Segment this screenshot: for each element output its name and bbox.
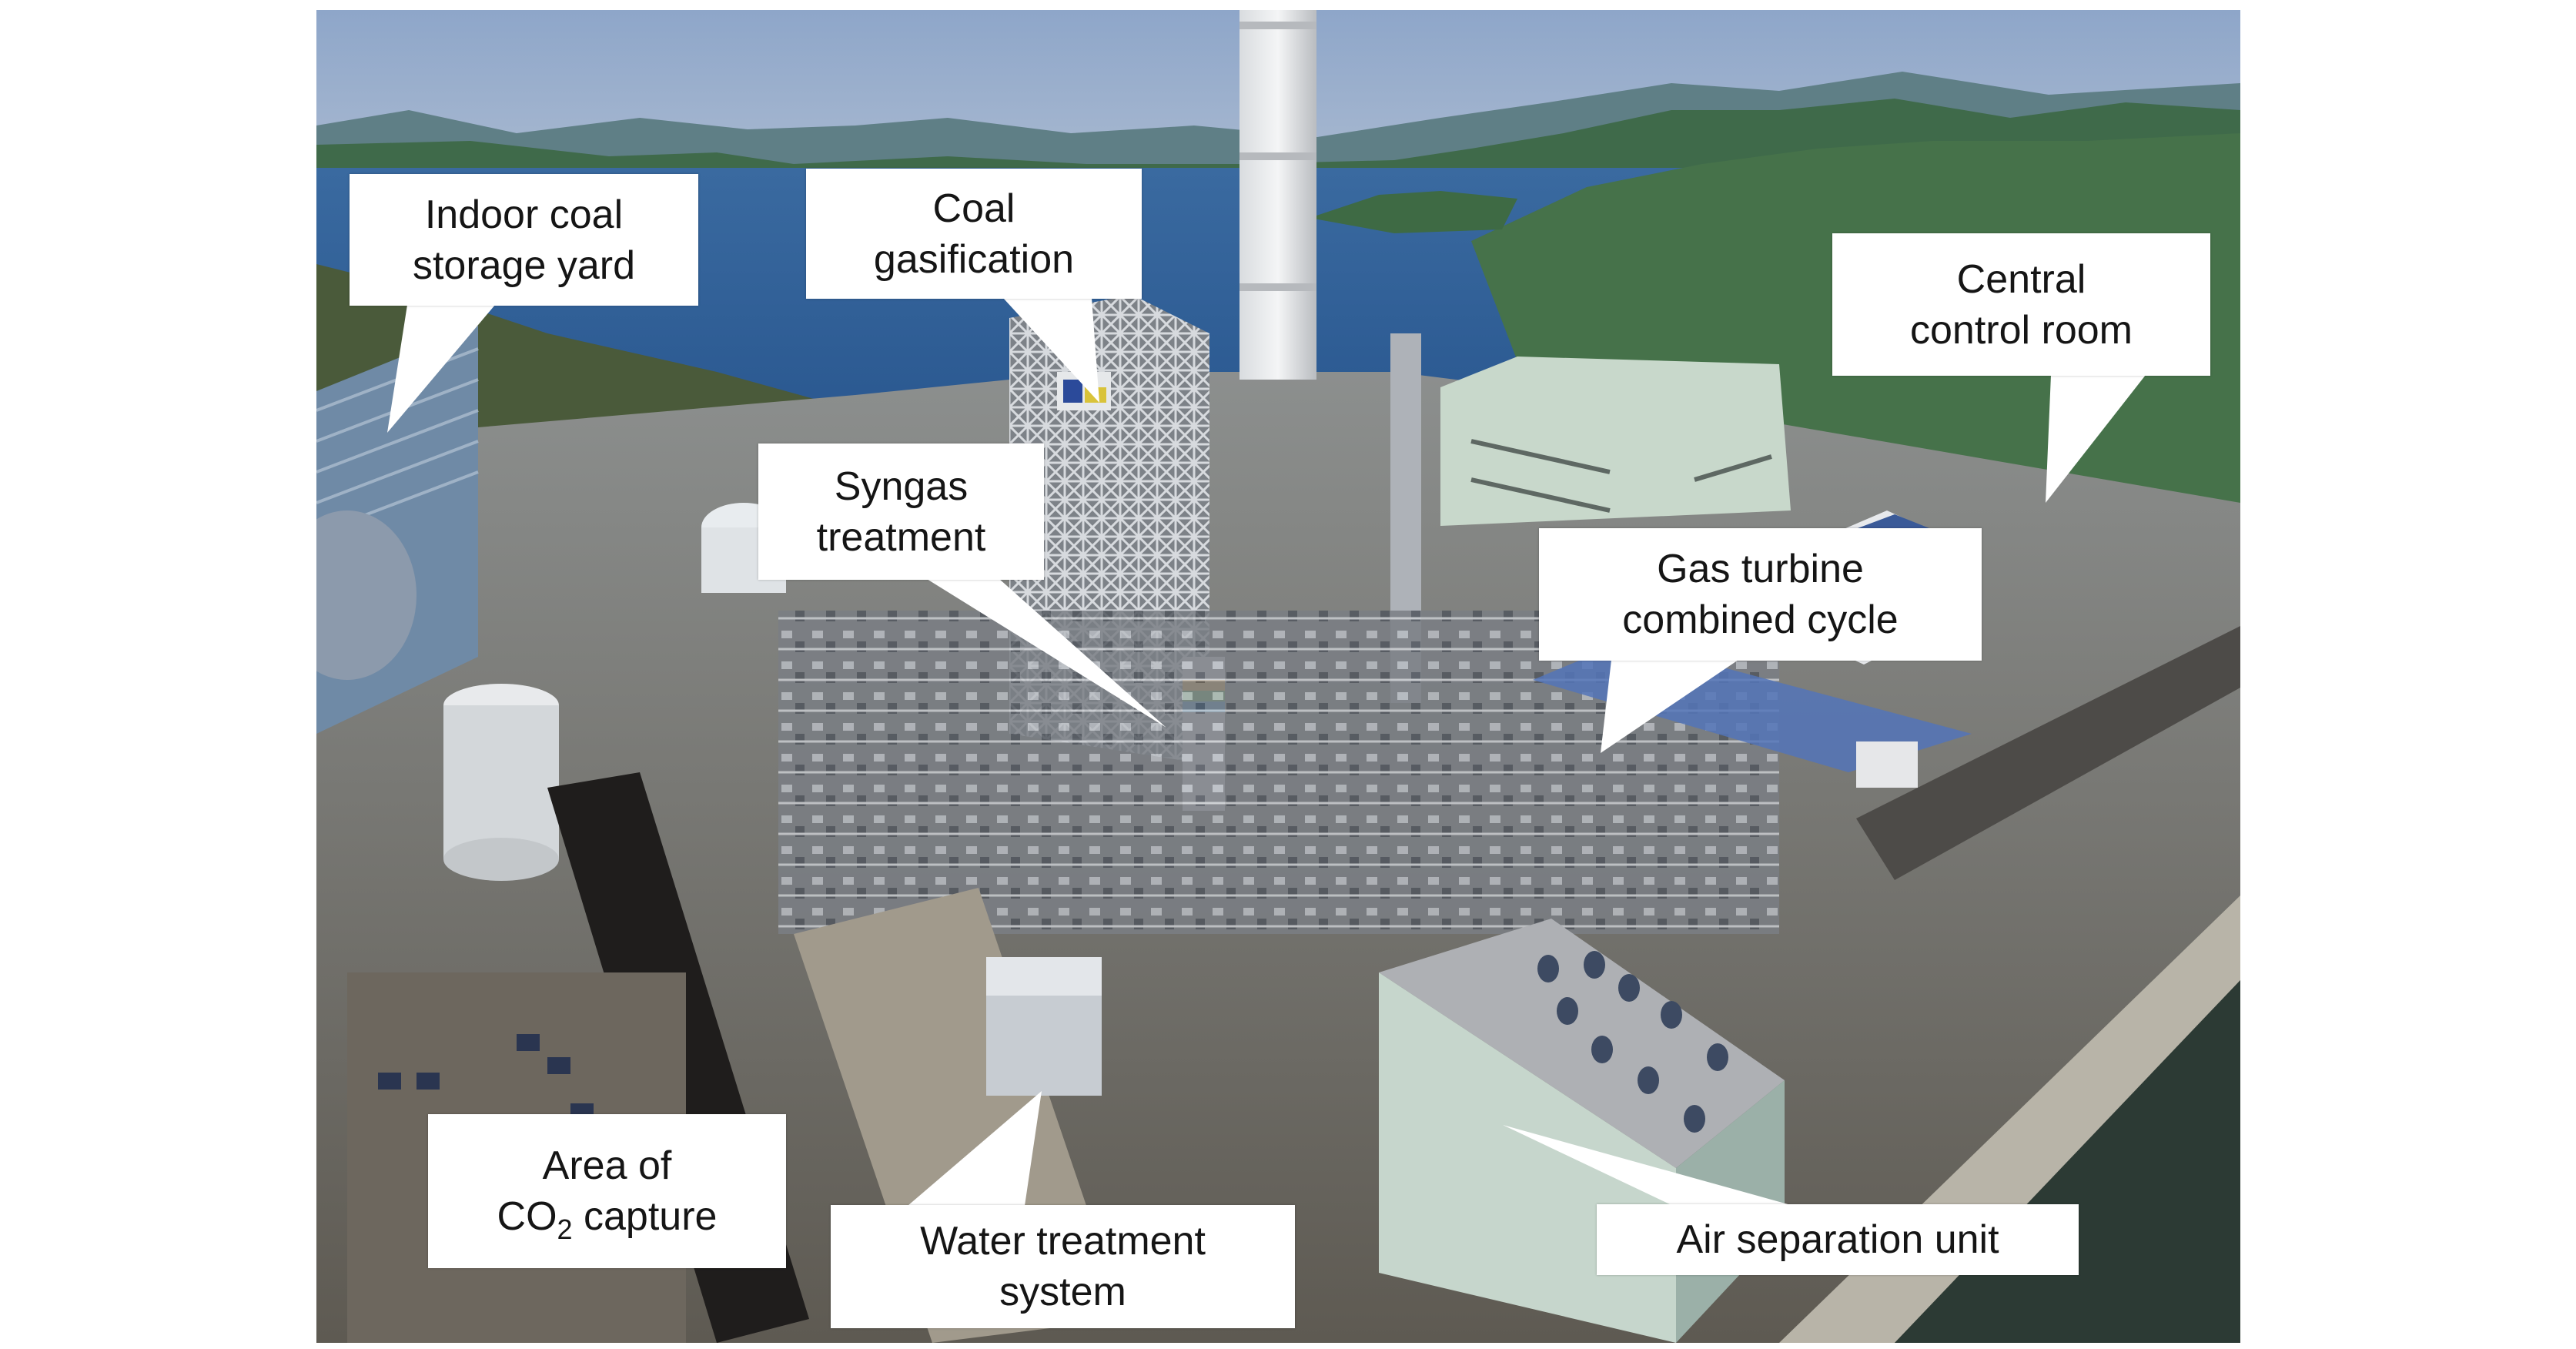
pointer-gas-turbine-combined-cycle bbox=[1601, 660, 1738, 753]
asu-roof bbox=[1379, 919, 1785, 1168]
pointer-syngas-treatment bbox=[927, 579, 1166, 728]
pointer-indoor-coal-storage-yard bbox=[387, 305, 495, 433]
pointer-water-treatment-system bbox=[908, 1091, 1042, 1206]
pointer-air-separation-unit bbox=[1503, 1125, 1791, 1205]
chimney bbox=[1239, 10, 1316, 380]
pointer-coal-gasification bbox=[1003, 298, 1099, 403]
access-road bbox=[1856, 626, 2240, 880]
small-building bbox=[1856, 741, 1918, 788]
coal-dome bbox=[316, 510, 417, 680]
turbine-building bbox=[1440, 356, 1791, 526]
island bbox=[1310, 191, 1517, 233]
pointer-central-control-room bbox=[2046, 375, 2146, 503]
